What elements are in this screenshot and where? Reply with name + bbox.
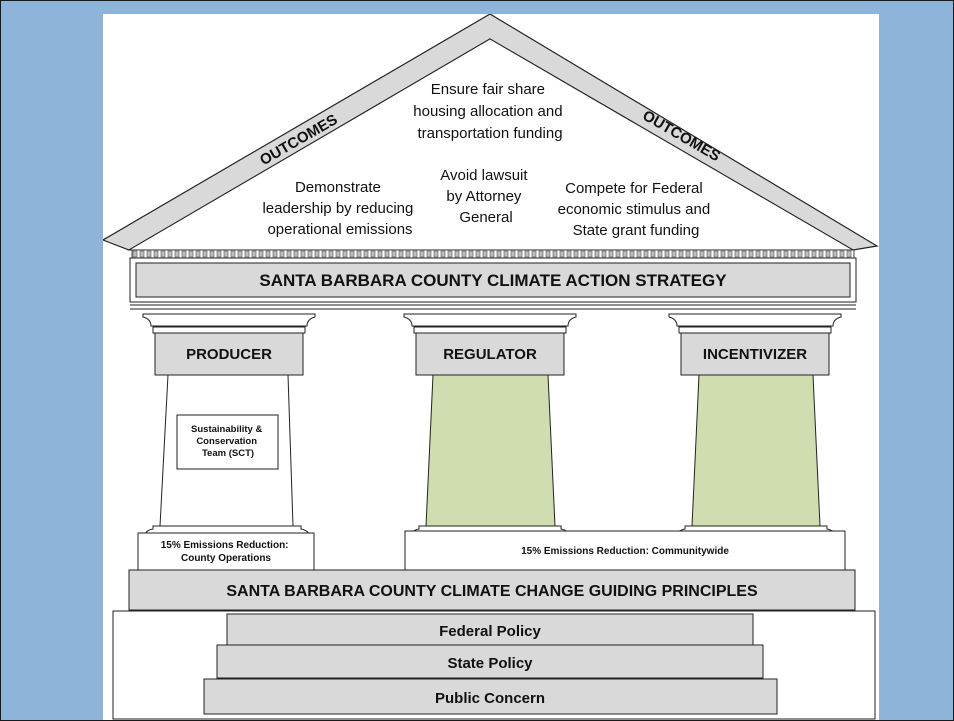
outcome-federal-stimulus: Compete for Federal economic stimulus an… xyxy=(558,180,715,239)
outcome-housing-line-3: transportation funding xyxy=(417,125,562,142)
pillar-incentivizer: INCENTIVIZER xyxy=(668,313,842,535)
pillar-label-regulator: REGULATOR xyxy=(443,346,537,363)
guiding-principles-title: SANTA BARBARA COUNTY CLIMATE CHANGE GUID… xyxy=(226,583,758,600)
outcome-housing-funding: Ensure fair share housing allocation and… xyxy=(413,81,566,142)
step-federal-policy-label: Federal Policy xyxy=(439,623,541,640)
community-reduction-label: 15% Emissions Reduction: Communitywide xyxy=(521,546,729,557)
county-reduction-box xyxy=(137,532,315,571)
sct-line-2: Conservation xyxy=(196,436,257,447)
pillar-producer: PRODUCER Sustainability & Conservation T… xyxy=(142,313,316,535)
outcome-lawsuit-line-1: Avoid lawsuit xyxy=(440,167,528,184)
roof: OUTCOMES OUTCOMES Ensure fair share hous… xyxy=(103,14,879,251)
outcome-avoid-lawsuit: Avoid lawsuit by Attorney General xyxy=(440,167,531,226)
sct-box xyxy=(176,414,279,470)
sct-label: Sustainability & Conservation Team (SCT) xyxy=(191,424,265,459)
outcome-leadership: Demonstrate leadership by reducing opera… xyxy=(262,179,417,238)
outcome-stimulus-line-1: Compete for Federal xyxy=(565,180,703,197)
outcome-stimulus-line-2: economic stimulus and xyxy=(558,201,711,218)
community-reduction-box xyxy=(404,530,846,571)
strategy-title: SANTA BARBARA COUNTY CLIMATE ACTION STRA… xyxy=(259,271,727,290)
outcome-stimulus-line-3: State grant funding xyxy=(573,222,700,239)
pillar-shaft-regulator xyxy=(425,374,556,527)
sct-line-3: Team (SCT) xyxy=(202,448,254,459)
pillar-label-incentivizer: INCENTIVIZER xyxy=(703,346,807,363)
step-federal-policy xyxy=(226,613,754,646)
outcome-leadership-line-1: Demonstrate xyxy=(295,179,381,196)
outcome-leadership-line-3: operational emissions xyxy=(267,221,412,238)
outcome-leadership-line-2: leadership by reducing xyxy=(262,200,413,217)
pillar-regulator: REGULATOR xyxy=(403,313,577,535)
step-state-policy xyxy=(216,644,764,679)
diagram-panel: OUTCOMES OUTCOMES Ensure fair share hous… xyxy=(103,14,879,720)
step-state-policy-label: State Policy xyxy=(447,655,533,672)
dentil-band xyxy=(131,249,855,259)
temple-diagram: OUTCOMES OUTCOMES Ensure fair share hous… xyxy=(103,14,879,720)
entablature: SANTA BARBARA COUNTY CLIMATE ACTION STRA… xyxy=(129,257,857,310)
outcome-lawsuit-line-2: by Attorney xyxy=(446,188,522,205)
pillar-label-producer: PRODUCER xyxy=(186,346,272,363)
county-reduction-label: 15% Emissions Reduction: County Operatio… xyxy=(161,540,292,564)
step-public-concern-label: Public Concern xyxy=(435,690,545,707)
sct-line-1: Sustainability & xyxy=(191,424,262,435)
guiding-principles-bar xyxy=(128,569,856,611)
step-public-concern xyxy=(203,678,778,715)
outcome-housing-line-2: housing allocation and xyxy=(413,103,562,120)
outcome-housing-line-1: Ensure fair share xyxy=(431,81,545,98)
county-reduction-line-1: 15% Emissions Reduction: xyxy=(161,540,289,551)
outcome-lawsuit-line-3: General xyxy=(459,209,512,226)
county-reduction-line-2: County Operations xyxy=(181,553,271,564)
pillar-shaft-incentivizer xyxy=(691,374,821,527)
